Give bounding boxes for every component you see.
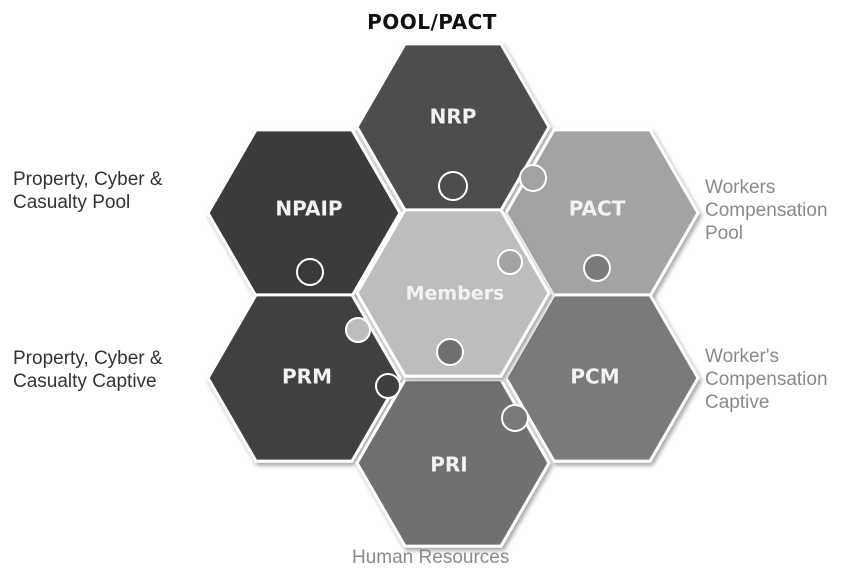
label-human-resources: Human Resources	[352, 547, 510, 568]
puzzle-knob	[501, 404, 529, 432]
puzzle-knob	[436, 338, 464, 366]
hex-label-members: Members	[406, 283, 505, 305]
hex-pri	[355, 378, 551, 548]
hex-label-pact: PACT	[569, 197, 626, 221]
label-workers-compensation-captive: Worker's Compensation Captive	[705, 346, 828, 413]
label-property-cyber-casualty-captive: Property, Cyber & Casualty Captive	[13, 348, 163, 392]
hex-label-pri: PRI	[430, 453, 468, 477]
label-property-cyber-casualty-pool: Property, Cyber & Casualty Pool	[13, 169, 163, 213]
label-workers-compensation-pool: Workers Compensation Pool	[705, 177, 828, 244]
puzzle-knob	[375, 373, 401, 399]
puzzle-knob	[519, 164, 547, 192]
puzzle-knob	[438, 171, 468, 201]
hex-label-prm: PRM	[282, 365, 332, 389]
hex-members	[355, 208, 551, 378]
puzzle-knob	[345, 317, 371, 343]
hex-pcm	[504, 293, 700, 463]
diagram-title: POOL/PACT	[367, 10, 497, 34]
puzzle-knob	[583, 254, 611, 282]
hex-label-pcm: PCM	[570, 365, 619, 389]
puzzle-knob	[497, 249, 523, 275]
puzzle-knob	[296, 258, 324, 286]
hex-label-nrp: NRP	[430, 105, 477, 129]
hex-label-npaip: NPAIP	[275, 197, 342, 221]
